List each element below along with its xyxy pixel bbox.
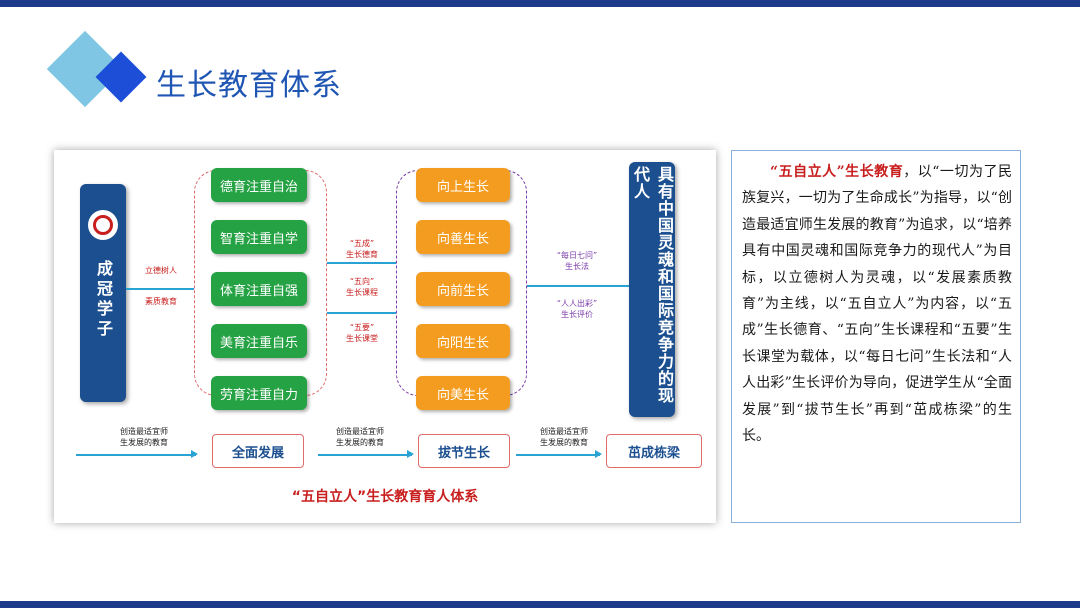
right-label-1: “每日七问”生长法 [556, 251, 598, 271]
description-textbox: “五自立人”生长教育，以“一切为了民族复兴，一切为了生命成长”为指导，以“创造最… [731, 150, 1021, 523]
green-box-labor: 劳育注重自力 [211, 376, 307, 410]
connector-line [327, 312, 396, 314]
arrow-right-icon [318, 451, 414, 457]
stage-box-1: 全面发展 [212, 434, 304, 468]
green-box-intellectual: 智育注重自学 [211, 220, 307, 254]
green-box-physical: 体育注重自强 [211, 272, 307, 306]
right-label-2: “人人出彩”生长评价 [556, 299, 598, 319]
orange-box-forward: 向前生长 [416, 272, 510, 306]
middle-label-2: “五向”生长课程 [346, 277, 378, 297]
bottom-bar [0, 601, 1080, 608]
diagram-panel: 成冠学子 立德树人 素质教育 德育注重自治 智育注重自学 体育注重自强 美育注重… [54, 150, 716, 523]
top-bar [0, 0, 1080, 7]
right-box-goal: 具有中国灵魂和国际竞争力的现代人 [629, 162, 675, 417]
diagram-caption: “五自立人”生长教育育人体系 [291, 489, 479, 505]
orange-box-beauty: 向美生长 [416, 376, 510, 410]
school-logo-icon [88, 210, 118, 240]
green-box-aesthetic: 美育注重自乐 [211, 324, 307, 358]
description-highlight: “五自立人”生长教育 [770, 164, 904, 180]
green-box-moral: 德育注重自治 [211, 168, 307, 202]
left-label-2: 素质教育 [145, 297, 177, 306]
connector-line [527, 285, 629, 287]
stage-box-3: 茁成栋梁 [606, 434, 702, 468]
right-box-label: 具有中国灵魂和国际竞争力的现代人 [631, 166, 674, 404]
stage-box-2: 拔节生长 [418, 434, 510, 468]
orange-box-upward: 向上生长 [416, 168, 510, 202]
arrow-right-icon [516, 451, 602, 457]
connector-line [327, 262, 396, 264]
middle-label-3: “五要”生长课堂 [346, 323, 378, 343]
page-title: 生长教育体系 [156, 68, 342, 103]
arrow-right-icon [76, 451, 198, 457]
orange-box-kindness: 向善生长 [416, 220, 510, 254]
orange-box-sunward: 向阳生长 [416, 324, 510, 358]
middle-label-1: “五成”生长德育 [346, 239, 378, 259]
description-body: ，以“一切为了民族复兴，一切为了生命成长”为指导，以“创造最适宜师生发展的教育”… [742, 164, 1012, 445]
left-box-label: 成冠学子 [94, 260, 113, 340]
bottom-arrow-label-1: 创造最适宜师生发展的教育 [120, 427, 168, 447]
connector-line [126, 288, 194, 290]
left-label-1: 立德树人 [145, 266, 177, 275]
left-box-students: 成冠学子 [80, 184, 126, 402]
bottom-arrow-label-3: 创造最适宜师生发展的教育 [540, 427, 588, 447]
bottom-arrow-label-2: 创造最适宜师生发展的教育 [336, 427, 384, 447]
